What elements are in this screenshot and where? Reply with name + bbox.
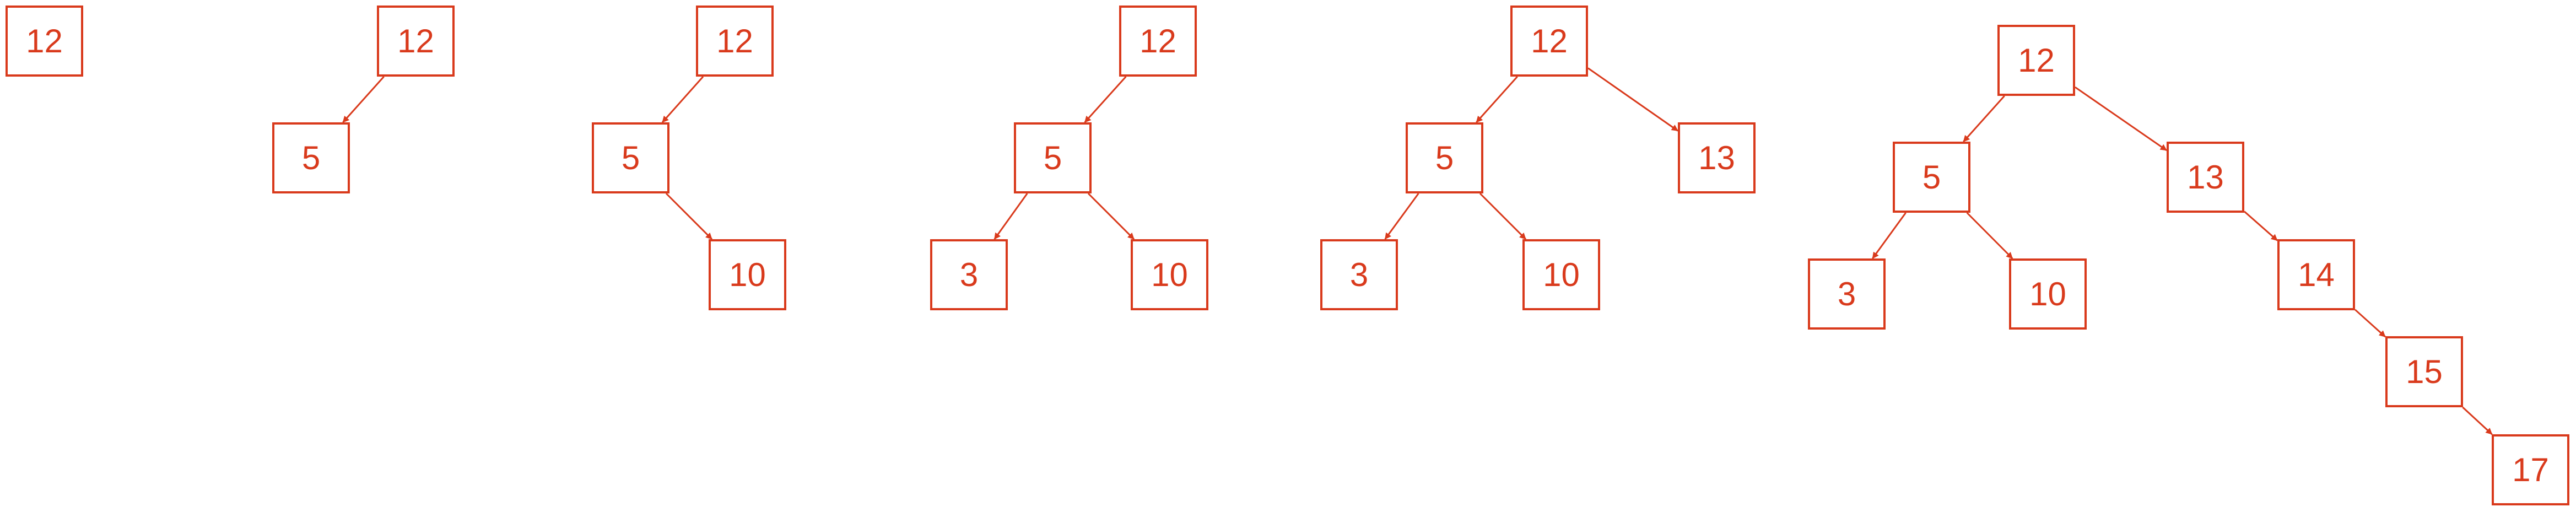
edge-arrow-5-to-3 bbox=[1384, 193, 1419, 240]
node-label: 12 bbox=[716, 22, 753, 60]
node-label: 17 bbox=[2512, 451, 2549, 488]
tree-4-node-10: 10 bbox=[1131, 239, 1208, 310]
node-label: 3 bbox=[1837, 275, 1856, 312]
tree-3-node-5: 5 bbox=[592, 122, 669, 193]
edge-arrow-5-to-10 bbox=[1479, 192, 1527, 240]
tree-edges-6 bbox=[1872, 86, 2493, 435]
edge-arrow-12-to-5 bbox=[342, 76, 385, 123]
edge-arrow-5-to-3 bbox=[993, 193, 1028, 240]
node-label: 14 bbox=[2298, 256, 2335, 293]
tree-4-node-12: 12 bbox=[1119, 6, 1197, 77]
tree-edges-3 bbox=[661, 76, 713, 240]
tree-edges-5 bbox=[1384, 67, 1678, 240]
node-label: 10 bbox=[1543, 256, 1580, 293]
node-label: 3 bbox=[1349, 256, 1369, 293]
node-label: 12 bbox=[397, 22, 434, 60]
tree-5-node-3: 3 bbox=[1320, 239, 1398, 310]
edge-arrow-12-to-5 bbox=[1084, 76, 1127, 123]
edge-arrow-5-to-3 bbox=[1872, 212, 1907, 259]
tree-2-node-12: 12 bbox=[377, 6, 455, 77]
node-label: 5 bbox=[621, 139, 640, 176]
tree-5-node-5: 5 bbox=[1406, 122, 1483, 193]
node-label: 5 bbox=[1435, 139, 1454, 176]
edge-arrow-12-to-13 bbox=[1587, 67, 1678, 132]
node-label: 15 bbox=[2406, 353, 2443, 390]
tree-5-node-10: 10 bbox=[1522, 239, 1600, 310]
edge-arrow-5-to-10 bbox=[665, 192, 713, 240]
tree-4-node-3: 3 bbox=[930, 239, 1008, 310]
tree-edges-2 bbox=[342, 76, 385, 123]
tree-6-node-15: 15 bbox=[2385, 336, 2463, 407]
edge-arrow-15-to-17 bbox=[2462, 406, 2493, 435]
tree-6-node-3: 3 bbox=[1808, 258, 1886, 330]
node-label: 12 bbox=[1531, 22, 1568, 60]
tree-edges-4 bbox=[993, 76, 1135, 240]
edge-arrow-14-to-15 bbox=[2354, 309, 2386, 338]
tree-5-node-12: 12 bbox=[1510, 6, 1588, 77]
tree-6-node-13: 13 bbox=[2167, 142, 2244, 213]
tree-6-node-10: 10 bbox=[2009, 258, 2087, 330]
node-label: 12 bbox=[26, 22, 63, 60]
edge-arrow-12-to-5 bbox=[1963, 95, 2005, 143]
edge-arrow-12-to-5 bbox=[661, 76, 704, 123]
node-label: 12 bbox=[1140, 22, 1176, 60]
tree-1-node-12: 12 bbox=[6, 6, 83, 77]
node-label: 13 bbox=[2187, 158, 2224, 196]
node-label: 3 bbox=[959, 256, 979, 293]
tree-5-node-13: 13 bbox=[1678, 122, 1756, 193]
tree-3-node-12: 12 bbox=[696, 6, 774, 77]
tree-6-node-12: 12 bbox=[1997, 25, 2075, 96]
tree-2-node-5: 5 bbox=[272, 122, 350, 193]
tree-4-node-5: 5 bbox=[1014, 122, 1092, 193]
edge-arrow-13-to-14 bbox=[2244, 211, 2278, 241]
edge-arrow-12-to-5 bbox=[1476, 76, 1518, 123]
node-label: 10 bbox=[2029, 275, 2066, 312]
edge-arrow-5-to-10 bbox=[1966, 212, 2013, 260]
tree-6-node-5: 5 bbox=[1893, 142, 1970, 213]
node-label: 5 bbox=[1922, 158, 1941, 196]
node-label: 10 bbox=[1151, 256, 1188, 293]
edge-arrow-5-to-10 bbox=[1087, 192, 1135, 240]
node-label: 5 bbox=[1043, 139, 1062, 176]
tree-6-node-17: 17 bbox=[2492, 434, 2569, 505]
tree-3-node-10: 10 bbox=[709, 239, 786, 310]
tree-6-node-14: 14 bbox=[2277, 239, 2355, 310]
node-label: 10 bbox=[729, 256, 766, 293]
node-label: 5 bbox=[301, 139, 321, 176]
node-label: 13 bbox=[1698, 139, 1735, 176]
edge-arrow-12-to-13 bbox=[2075, 86, 2167, 152]
node-label: 12 bbox=[2018, 41, 2055, 79]
